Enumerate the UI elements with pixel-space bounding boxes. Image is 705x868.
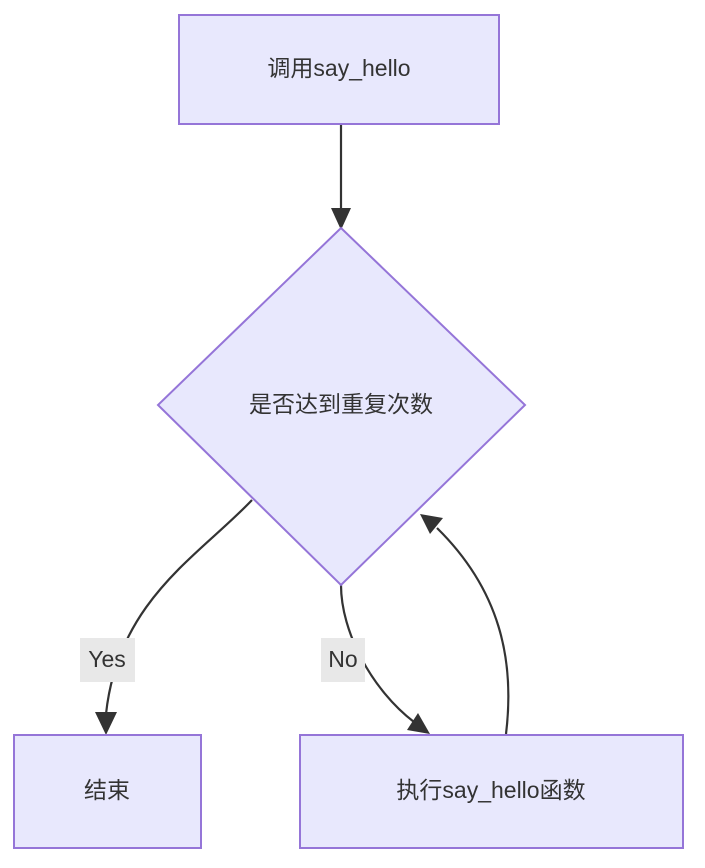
edge-label-yes: Yes [80, 638, 135, 682]
node-end-shape[interactable] [13, 734, 202, 849]
edge-label-no-text: No [328, 646, 357, 672]
node-start-shape[interactable] [178, 14, 500, 125]
edge-decision-end [95, 499, 253, 735]
node-start-label: 调用say_hello [267, 55, 410, 81]
edge-decision-execute-arrowhead [407, 713, 430, 734]
edge-label-no-bg [321, 638, 365, 682]
node-end-label: 结束 [84, 777, 130, 803]
edge-decision-end-arrowhead [95, 712, 117, 735]
edge-label-no: No [321, 638, 365, 682]
edge-execute-decision [420, 514, 510, 735]
edge-start-decision-arrowhead [331, 208, 351, 230]
node-decision-shape[interactable] [156, 226, 527, 587]
node-execute-shape[interactable] [299, 734, 684, 849]
edge-label-yes-text: Yes [88, 646, 126, 672]
edge-execute-decision-path [436, 527, 510, 735]
node-end[interactable]: 结束 [13, 734, 202, 849]
edge-label-yes-bg [80, 638, 135, 682]
node-execute-label: 执行say_hello函数 [396, 777, 585, 803]
edge-execute-decision-arrowhead [420, 514, 443, 534]
node-decision-label: 是否达到重复次数 [249, 391, 433, 417]
edge-start-decision [331, 124, 351, 230]
node-start[interactable]: 调用say_hello [178, 14, 500, 125]
node-decision[interactable]: 是否达到重复次数 [156, 226, 527, 587]
node-execute[interactable]: 执行say_hello函数 [299, 734, 684, 849]
